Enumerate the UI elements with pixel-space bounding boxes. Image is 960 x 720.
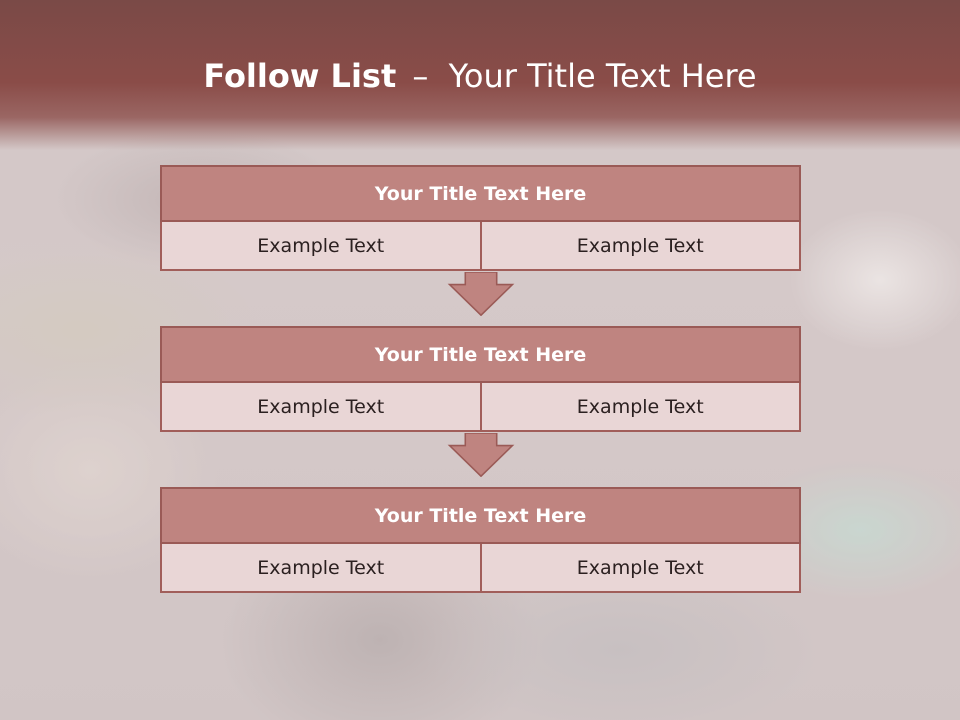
step-cell-left: Example Text xyxy=(160,544,482,593)
step-heading: Your Title Text Here xyxy=(160,487,801,544)
step-cell-left: Example Text xyxy=(160,222,482,271)
title-band xyxy=(0,0,960,150)
slide-title-bold: Follow List xyxy=(203,57,397,95)
step-row: Example Text Example Text xyxy=(160,383,801,432)
step-heading: Your Title Text Here xyxy=(160,165,801,222)
step-row: Example Text Example Text xyxy=(160,544,801,593)
slide-title-rest: Your Title Text Here xyxy=(448,57,757,95)
down-arrow-icon xyxy=(447,433,515,477)
slide-title: Follow List – Your Title Text Here xyxy=(0,52,960,100)
step-block-2: Your Title Text Here Example Text Exampl… xyxy=(160,326,801,432)
down-arrow-icon xyxy=(447,272,515,316)
step-cell-right: Example Text xyxy=(481,222,801,271)
step-block-3: Your Title Text Here Example Text Exampl… xyxy=(160,487,801,593)
step-cell-right: Example Text xyxy=(481,383,801,432)
step-heading: Your Title Text Here xyxy=(160,326,801,383)
step-cell-right: Example Text xyxy=(481,544,801,593)
step-cell-left: Example Text xyxy=(160,383,482,432)
step-row: Example Text Example Text xyxy=(160,222,801,271)
slide-title-separator: – xyxy=(412,57,429,95)
step-block-1: Your Title Text Here Example Text Exampl… xyxy=(160,165,801,271)
